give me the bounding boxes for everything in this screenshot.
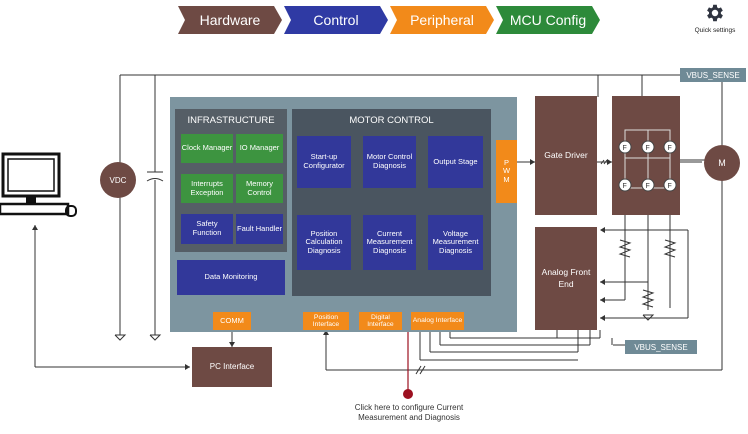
motor-label: M (718, 158, 726, 168)
vbus-sense-bottom-label: VBUS_SENSE (625, 340, 697, 354)
vbus-sense-bottom-text: VBUS_SENSE (634, 342, 688, 352)
inverter-bridge-block[interactable] (612, 96, 680, 215)
svg-text:F: F (623, 145, 627, 152)
tab-peripheral-label: Peripheral (410, 12, 474, 28)
startup-configurator-button[interactable]: Start-up Configurator (297, 136, 351, 188)
current-measurement-diagnosis-button[interactable]: Current Measurement Diagnosis (363, 215, 416, 270)
svg-text:F: F (623, 183, 627, 190)
svg-text:F: F (646, 145, 650, 152)
svg-text:F: F (668, 145, 672, 152)
infrastructure-title: INFRASTRUCTURE (187, 115, 275, 126)
svg-text:F: F (646, 183, 650, 190)
digital-interface-button[interactable]: Digital Interface (359, 312, 402, 330)
position-interface-button[interactable]: Position Interface (303, 312, 349, 330)
tab-mcu-config-shape (496, 6, 600, 34)
quick-settings-label: Quick settings (694, 27, 736, 34)
analog-front-end-button[interactable]: Analog Front End (535, 227, 597, 330)
safety-function-button[interactable]: Safety Function (181, 214, 233, 244)
comm-interface-button[interactable]: COMM (213, 312, 251, 330)
tab-hardware-shape (178, 6, 282, 34)
vbus-sense-top-label: VBUS_SENSE (680, 68, 746, 82)
motor-icon[interactable]: M (704, 145, 740, 181)
tab-peripheral-shape (390, 6, 494, 34)
gate-driver-button[interactable]: Gate Driver (535, 96, 597, 215)
position-calculation-diagnosis-button[interactable]: Position Calculation Diagnosis (297, 215, 351, 270)
output-stage-button[interactable]: Output Stage (428, 136, 483, 188)
data-monitoring-button[interactable]: Data Monitoring (177, 260, 285, 295)
tab-control-label: Control (313, 12, 359, 28)
tab-mcu-config-label: MCU Config (509, 12, 587, 28)
tab-control-shape (284, 6, 388, 34)
memory-control-button[interactable]: Memory Control (236, 174, 283, 203)
quick-settings-button[interactable]: Quick settings (690, 2, 740, 34)
workflow-tabs: Hardware Control Peripheral MCU Config (178, 6, 600, 34)
analog-interface-button[interactable]: Analog Interface (411, 312, 464, 330)
tab-control[interactable]: Control (284, 6, 388, 34)
voltage-measurement-diagnosis-button[interactable]: Voltage Measurement Diagnosis (428, 215, 483, 270)
pc-interface-button[interactable]: PC Interface (192, 347, 272, 387)
motor-control-diagnosis-button[interactable]: Motor Control Diagnosis (363, 136, 416, 188)
gear-icon (707, 4, 723, 22)
tab-mcu-config[interactable]: MCU Config (496, 6, 600, 34)
bridge-switches: F F F F F F (618, 129, 677, 192)
interrupts-exception-button[interactable]: Interrupts Exception (181, 174, 233, 203)
pwm-block[interactable]: P W M (496, 140, 517, 203)
tab-hardware-label: Hardware (199, 12, 261, 28)
clock-manager-button[interactable]: Clock Manager (181, 134, 233, 163)
vdc-label: VDC (109, 175, 127, 185)
io-manager-button[interactable]: IO Manager (236, 134, 283, 163)
vbus-sense-top-text: VBUS_SENSE (686, 70, 740, 80)
svg-text:F: F (668, 183, 672, 190)
fault-handler-button[interactable]: Fault Handler (236, 214, 283, 244)
vdc-source[interactable]: VDC (100, 162, 136, 198)
configure-hotspot-dot[interactable] (403, 389, 413, 399)
computer-icon[interactable] (0, 150, 80, 222)
configure-hint-text[interactable]: Click here to configure Current Measurem… (354, 403, 464, 422)
motor-control-title: MOTOR CONTROL (349, 115, 434, 126)
tab-hardware[interactable]: Hardware (178, 6, 282, 34)
tab-peripheral[interactable]: Peripheral (390, 6, 494, 34)
